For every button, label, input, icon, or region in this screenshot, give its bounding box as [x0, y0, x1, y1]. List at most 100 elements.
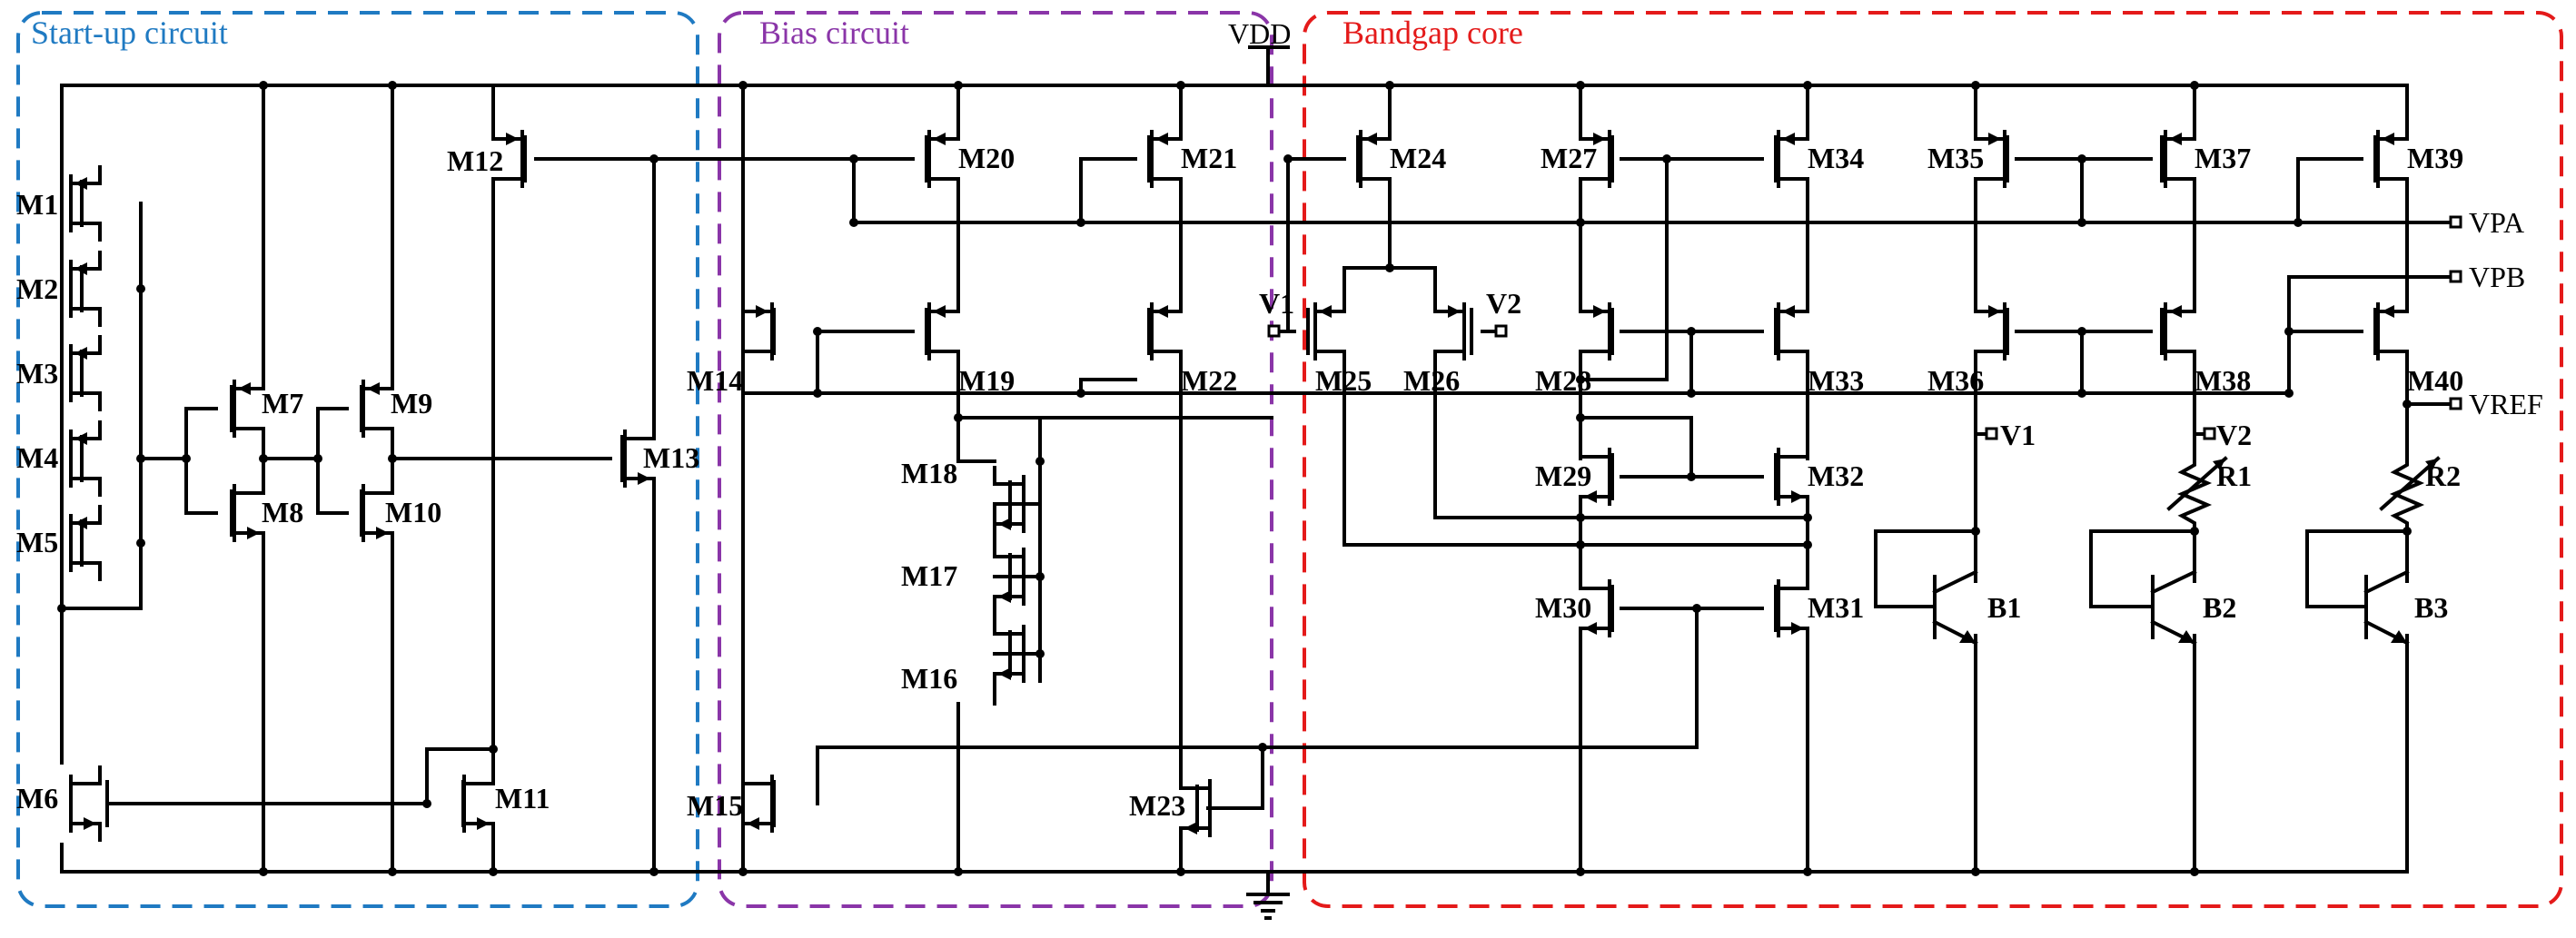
vdd-label: VDD [1228, 17, 1291, 50]
arrow-m23 [1184, 822, 1197, 834]
arrow-m18 [998, 518, 1011, 530]
label-m37: M37 [2195, 142, 2251, 174]
label-m2: M2 [16, 272, 58, 305]
arrow-m11 [477, 817, 490, 830]
label-m22: M22 [1181, 364, 1237, 397]
arrow-m33 [1782, 305, 1795, 318]
v1-terminal-right [1985, 427, 1998, 440]
label-m12: M12 [447, 144, 503, 177]
arrow-m24 [1364, 133, 1377, 145]
label-m33: M33 [1808, 364, 1864, 397]
v1-label-right: V1 [2000, 419, 2036, 451]
bias-section-box [718, 11, 1273, 908]
arrow-m22 [1155, 305, 1168, 318]
transistor-m24 [1356, 121, 1392, 197]
label-m6: M6 [16, 782, 58, 815]
transistor-m6 [69, 765, 109, 842]
arrow-m19 [933, 305, 946, 318]
label-m16: M16 [901, 662, 957, 695]
label-r2: R2 [2425, 459, 2461, 492]
arrow-m25 [1319, 305, 1332, 318]
transistor-m11 [461, 765, 495, 842]
vpb-terminal [2449, 270, 2462, 283]
label-m31: M31 [1808, 591, 1864, 624]
bias-junctions [738, 81, 1267, 876]
label-m24: M24 [1390, 142, 1446, 174]
label-m28: M28 [1535, 364, 1591, 397]
transistor-m25 [1306, 293, 1346, 370]
arrow-m34 [1782, 133, 1795, 145]
arrow-m4 [74, 432, 87, 445]
label-m26: M26 [1403, 364, 1460, 397]
label-r1: R1 [2216, 459, 2252, 492]
label-m39: M39 [2407, 142, 2463, 174]
terminals [1267, 215, 2462, 440]
transistor-m16 [993, 616, 1025, 692]
transistor-m26 [1433, 293, 1473, 370]
label-m30: M30 [1535, 591, 1591, 624]
label-m18: M18 [901, 457, 957, 489]
v2-terminal-left [1494, 324, 1508, 338]
transistor-symbols [69, 121, 2409, 846]
v1-terminal-left [1267, 324, 1281, 338]
transistor-m10 [360, 475, 394, 551]
label-m9: M9 [391, 387, 432, 420]
transistor-m32 [1774, 439, 1809, 515]
arrow-m29 [1584, 490, 1597, 503]
ground-rail [60, 870, 2409, 920]
label-m15: M15 [687, 789, 743, 822]
arrow-m36 [1988, 305, 2001, 318]
transistor-m13 [620, 420, 656, 497]
arrow-m13 [638, 472, 650, 485]
transistor-m12 [491, 121, 527, 197]
label-m13: M13 [643, 441, 699, 474]
transistor-m36 [1974, 293, 2009, 370]
arrow-m27 [1593, 133, 1606, 145]
transistor-m29 [1579, 439, 1614, 515]
bias-wiring [741, 84, 2363, 874]
resistor-r1 [2166, 452, 2228, 530]
startup-wiring [60, 84, 856, 874]
core-junctions [1283, 81, 2412, 876]
arrow-m28 [1593, 305, 1606, 318]
bjt-b3 [2363, 569, 2410, 646]
vpa-terminal [2449, 215, 2462, 229]
transistor-m18 [993, 466, 1025, 542]
arrow-m9 [367, 382, 380, 395]
arrow-m12 [506, 133, 519, 145]
transistor-m9 [360, 370, 394, 447]
bjt-b1 [1932, 569, 1978, 646]
vref-label: VREF [2469, 388, 2543, 420]
transistor-m40 [2373, 293, 2409, 370]
arrow-m21 [1155, 133, 1168, 145]
label-m19: M19 [958, 364, 1015, 397]
v2-terminal-right [2203, 427, 2216, 440]
label-b3: B3 [2414, 591, 2448, 624]
label-m25: M25 [1315, 364, 1372, 397]
transistor-m38 [2160, 293, 2196, 370]
arrow-m8 [247, 527, 260, 539]
transistor-m5 [69, 505, 102, 581]
vpb-label: VPB [2469, 261, 2525, 293]
arrow-m15 [747, 817, 759, 830]
v2-label-left: V2 [1486, 287, 1521, 320]
core-section-title: Bandgap core [1342, 15, 1523, 51]
label-m8: M8 [262, 496, 303, 528]
transistor-m37 [2160, 121, 2196, 197]
label-m17: M17 [901, 559, 957, 592]
arrow-m40 [2382, 305, 2394, 318]
bjt-b2 [2150, 569, 2197, 646]
transistor-m2 [69, 251, 102, 327]
label-m3: M3 [16, 357, 58, 390]
arrow-m38 [2169, 305, 2182, 318]
label-m14: M14 [687, 364, 743, 397]
transistor-m22 [1147, 293, 1183, 370]
label-b1: B1 [1987, 591, 2021, 624]
device-labels: M1 M2 M3 M4 M5 M6 M7 M8 M9 M10 M11 M12 M… [16, 142, 2463, 822]
transistor-m23 [1179, 770, 1212, 846]
label-m35: M35 [1927, 142, 1984, 174]
resistor-r2 [2379, 452, 2441, 530]
arrow-m35 [1988, 133, 2001, 145]
label-m32: M32 [1808, 459, 1864, 492]
arrow-m39 [2382, 133, 2394, 145]
